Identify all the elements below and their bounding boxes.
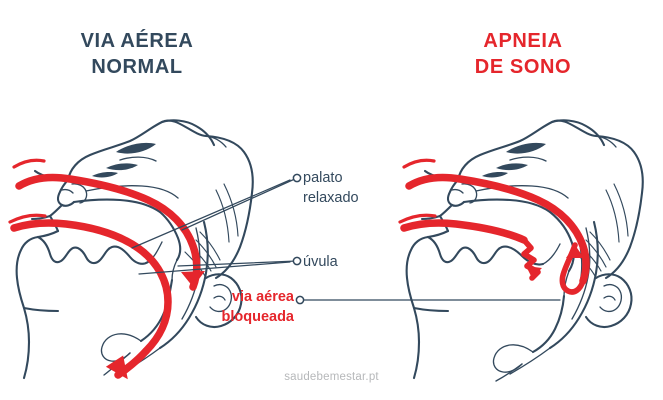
callout-leaders <box>177 173 561 305</box>
callout-label-via-aerea-bloqueada: via aérea bloqueada <box>221 289 294 325</box>
figure-apnea-blocked <box>398 119 644 382</box>
circle-marker-uvula <box>292 256 302 266</box>
footer-credit: saudebemestar.pt <box>284 371 379 383</box>
panel-title-apnea: APNEIA DE SONO <box>474 30 572 78</box>
callout-label-palato-relaxado: palato relaxado <box>303 170 359 206</box>
circle-marker-palato <box>292 173 302 183</box>
circle-marker-bloqueada <box>295 295 305 305</box>
panel-title-normal: VIA AÉREA NORMAL <box>80 30 194 78</box>
leader-line-uvula <box>177 260 298 267</box>
callout-label-uvula: úvula <box>303 254 338 270</box>
figure-normal-airway <box>8 119 291 380</box>
leader-line-palato <box>181 177 298 231</box>
